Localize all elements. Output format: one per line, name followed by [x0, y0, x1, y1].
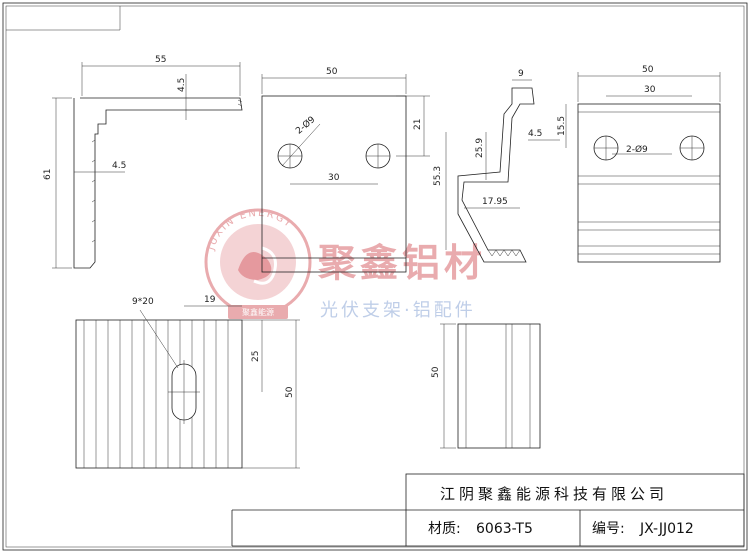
- dim-v3-step: 4.5: [528, 129, 542, 139]
- view-6-side: 50: [431, 323, 541, 449]
- dim-v1-thick: 4.5: [177, 78, 187, 92]
- dim-v2-width: 50: [326, 67, 338, 77]
- dim-v5-mid: 25: [251, 351, 261, 362]
- dim-v5-left: 19: [204, 295, 216, 305]
- watermark-seal-text: 聚鑫能源: [242, 307, 274, 317]
- watermark-subtitle: 光伏支架·铝配件: [320, 300, 476, 321]
- watermark: 聚鑫能源 JUXIN ENERGY 聚鑫铝材 光伏支架·铝配件: [204, 208, 486, 321]
- view-5-slot-plate: 9*20 19 25 50: [75, 295, 300, 469]
- dim-v2-right: 21: [413, 119, 423, 130]
- dim-v4-offset: 15.5: [557, 116, 567, 136]
- dim-v4-holes: 2-Ø9: [626, 144, 648, 155]
- code-value: JX-JJ012: [639, 521, 694, 537]
- dim-v3-foot: 17.95: [482, 197, 508, 207]
- code-label: 编号:: [592, 521, 625, 537]
- dim-v2-holes: 2-Ø9: [294, 114, 318, 137]
- dim-v3-height: 55.3: [433, 166, 443, 186]
- dim-v4-spacing: 30: [644, 85, 656, 95]
- dim-v1-inner: 4.5: [112, 161, 126, 171]
- view-4-front: 50 30 15.5 2-Ø9: [557, 65, 721, 263]
- material-label: 材质:: [428, 521, 461, 537]
- dim-v3-mid: 25.9: [475, 138, 485, 158]
- dim-v1-top: 55: [155, 55, 166, 65]
- material-value: 6063-T5: [476, 521, 533, 537]
- dim-v6-height: 50: [431, 366, 441, 378]
- dim-v1-height: 61: [43, 169, 53, 180]
- dim-v5-slot: 9*20: [132, 297, 154, 307]
- sheet-inner-border: [5, 5, 745, 548]
- dim-v2-spacing: 30: [328, 173, 340, 183]
- dim-v5-height: 50: [285, 386, 295, 398]
- view-3-profile: 9 25.9 4.5 55.3 17.95: [433, 69, 560, 263]
- dim-v3-top: 9: [518, 69, 524, 79]
- view-1-profile: 55 4.5 61 4.5: [43, 55, 243, 269]
- company-name: 江阴聚鑫能源科技有限公司: [440, 485, 668, 503]
- watermark-brand: 聚鑫铝材: [317, 241, 486, 285]
- dim-v4-width: 50: [642, 65, 654, 75]
- title-block: 江阴聚鑫能源科技有限公司 材质: 6063-T5 编号: JX-JJ012: [231, 473, 745, 547]
